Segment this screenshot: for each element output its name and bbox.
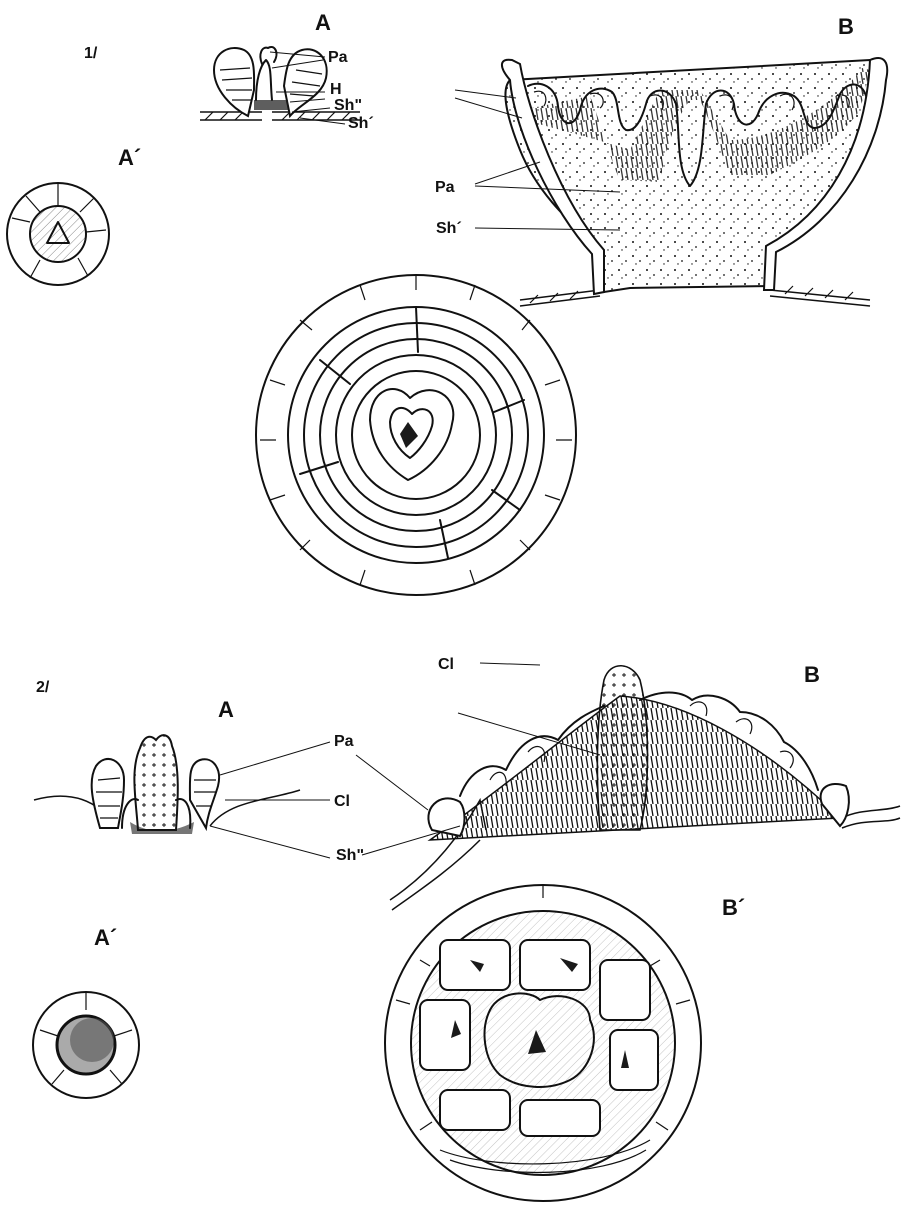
part2-B-prime-top-view — [385, 885, 701, 1201]
part2-panel-B-label: B — [804, 662, 820, 687]
part2-number: 2/ — [36, 679, 50, 696]
part1-A-label-pa: Pa — [328, 49, 348, 66]
part2-A-section-drawing — [34, 735, 300, 834]
part2-label-sh2: Shʺ — [336, 847, 364, 864]
part1-number: 1/ — [84, 45, 98, 62]
part2-panel-A-prime-label: A´ — [94, 925, 117, 950]
part1-A-label-h: H — [330, 81, 342, 98]
part1-B-prime-top-view — [256, 275, 576, 595]
part1-B-label-pa: Pa — [435, 179, 455, 196]
part2-label-cl-top: Cl — [438, 656, 454, 673]
part2-panel-A-label: A — [218, 697, 234, 722]
part2-A-prime-top-view — [33, 992, 139, 1098]
part1-panel-A-prime-label: A´ — [118, 145, 141, 170]
part1-A-prime-top-view — [7, 183, 109, 285]
part2-panel-B-prime-label: B´ — [722, 895, 745, 920]
part2-B-section-drawing — [390, 666, 900, 910]
part1-B-section-drawing — [502, 58, 887, 306]
part2-label-pa: Pa — [334, 733, 354, 750]
part1-panel-B-label: B — [838, 14, 854, 39]
part1-panel-A-label: A — [315, 10, 331, 35]
part2-label-cl: Cl — [334, 793, 350, 810]
part1-A-label-sh1: Sh´ — [348, 115, 374, 132]
part1-B-label-sh1: Sh´ — [436, 220, 462, 237]
part1-A-label-sh2: Shʺ — [334, 97, 362, 114]
